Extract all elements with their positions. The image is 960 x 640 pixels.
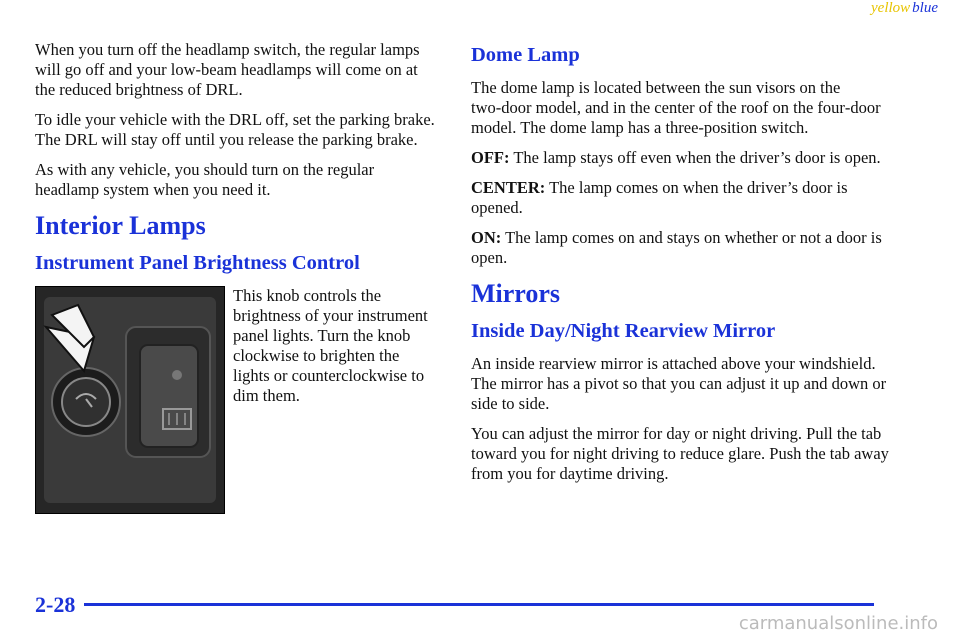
dome-off-text: The lamp stays off even when the driver’… (509, 148, 881, 167)
right-column: Dome Lamp The dome lamp is located betwe… (471, 40, 891, 494)
dome-center-item: CENTER: The lamp comes on when the drive… (471, 178, 891, 218)
dome-on-item: ON: The lamp comes on and stays on wheth… (471, 228, 891, 268)
brightness-knob-photo (35, 286, 225, 514)
dome-center-text: The lamp comes on when the driver’s door… (471, 178, 848, 217)
mirror-paragraph-1: An inside rearview mirror is attached ab… (471, 354, 887, 413)
mirrors-heading: Mirrors (471, 279, 561, 308)
interior-lamps-heading: Interior Lamps (35, 211, 206, 240)
drl-paragraph-1: When you turn off the headlamp switch, t… (35, 40, 420, 99)
page-number: 2-28 (35, 592, 76, 617)
panel-brightness-heading: Instrument Panel Brightness Control (35, 252, 360, 274)
dome-on-text: The lamp comes on and stays on whether o… (471, 228, 882, 267)
color-tag-yellow: yellow (871, 0, 911, 16)
footer-rule (84, 603, 874, 606)
dome-lamp-heading: Dome Lamp (471, 44, 580, 66)
mirror-paragraph-2: You can adjust the mirror for day or nig… (471, 424, 889, 483)
color-tag-blue: blue (912, 0, 938, 16)
brightness-caption: This knob controls the brightness of you… (233, 286, 428, 405)
brightness-knob-illustration (36, 287, 224, 513)
drl-paragraph-2: To idle your vehicle with the DRL off, s… (35, 110, 435, 149)
dome-intro: The dome lamp is located between the sun… (471, 78, 881, 137)
dome-on-label: ON: (471, 228, 502, 247)
left-column: When you turn off the headlamp switch, t… (35, 40, 435, 521)
watermark: carmanualsonline.info (738, 613, 938, 634)
dome-off-item: OFF: The lamp stays off even when the dr… (471, 148, 891, 168)
brightness-figure: This knob controls the brightness of you… (35, 286, 435, 521)
drl-paragraph-3: As with any vehicle, you should turn on … (35, 160, 375, 199)
dome-center-label: CENTER: (471, 178, 546, 197)
dome-off-label: OFF: (471, 148, 510, 167)
inside-mirror-heading: Inside Day/Night Rearview Mirror (471, 320, 776, 342)
